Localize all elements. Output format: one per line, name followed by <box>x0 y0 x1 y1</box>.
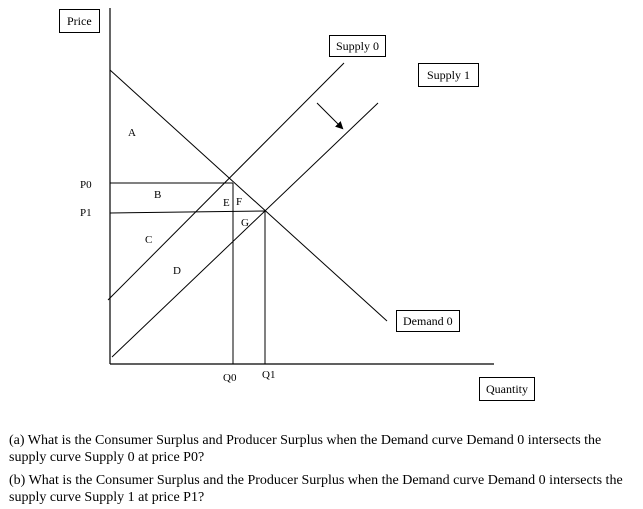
p0-label: P0 <box>80 179 92 191</box>
p1-line <box>109 210 266 214</box>
area-f-label: F <box>236 196 243 208</box>
area-g-label: G <box>241 217 249 229</box>
question-b: (b) What is the Consumer Surplus and the… <box>9 473 623 505</box>
x-axis-label: Quantity <box>479 377 535 401</box>
demand0-label: Demand 0 <box>396 310 460 332</box>
area-e-label: E <box>223 197 230 209</box>
area-b-label: B <box>154 189 162 201</box>
supply1-curve <box>111 102 379 358</box>
supply0-label: Supply 0 <box>329 35 387 57</box>
question-a: (a) What is the Consumer Surplus and Pro… <box>9 433 602 465</box>
area-d-label: D <box>173 265 181 277</box>
supply1-label: Supply 1 <box>418 63 480 87</box>
p1-label: P1 <box>80 207 92 219</box>
area-c-label: C <box>145 234 153 246</box>
economics-diagram <box>107 8 494 365</box>
q1-label: Q1 <box>262 369 276 381</box>
supply0-curve <box>107 62 345 301</box>
q0-label: Q0 <box>223 372 237 384</box>
area-a-label: A <box>128 127 136 139</box>
demand0-curve <box>109 69 388 322</box>
shift-arrow <box>316 102 344 130</box>
y-axis-label: Price <box>59 9 100 33</box>
